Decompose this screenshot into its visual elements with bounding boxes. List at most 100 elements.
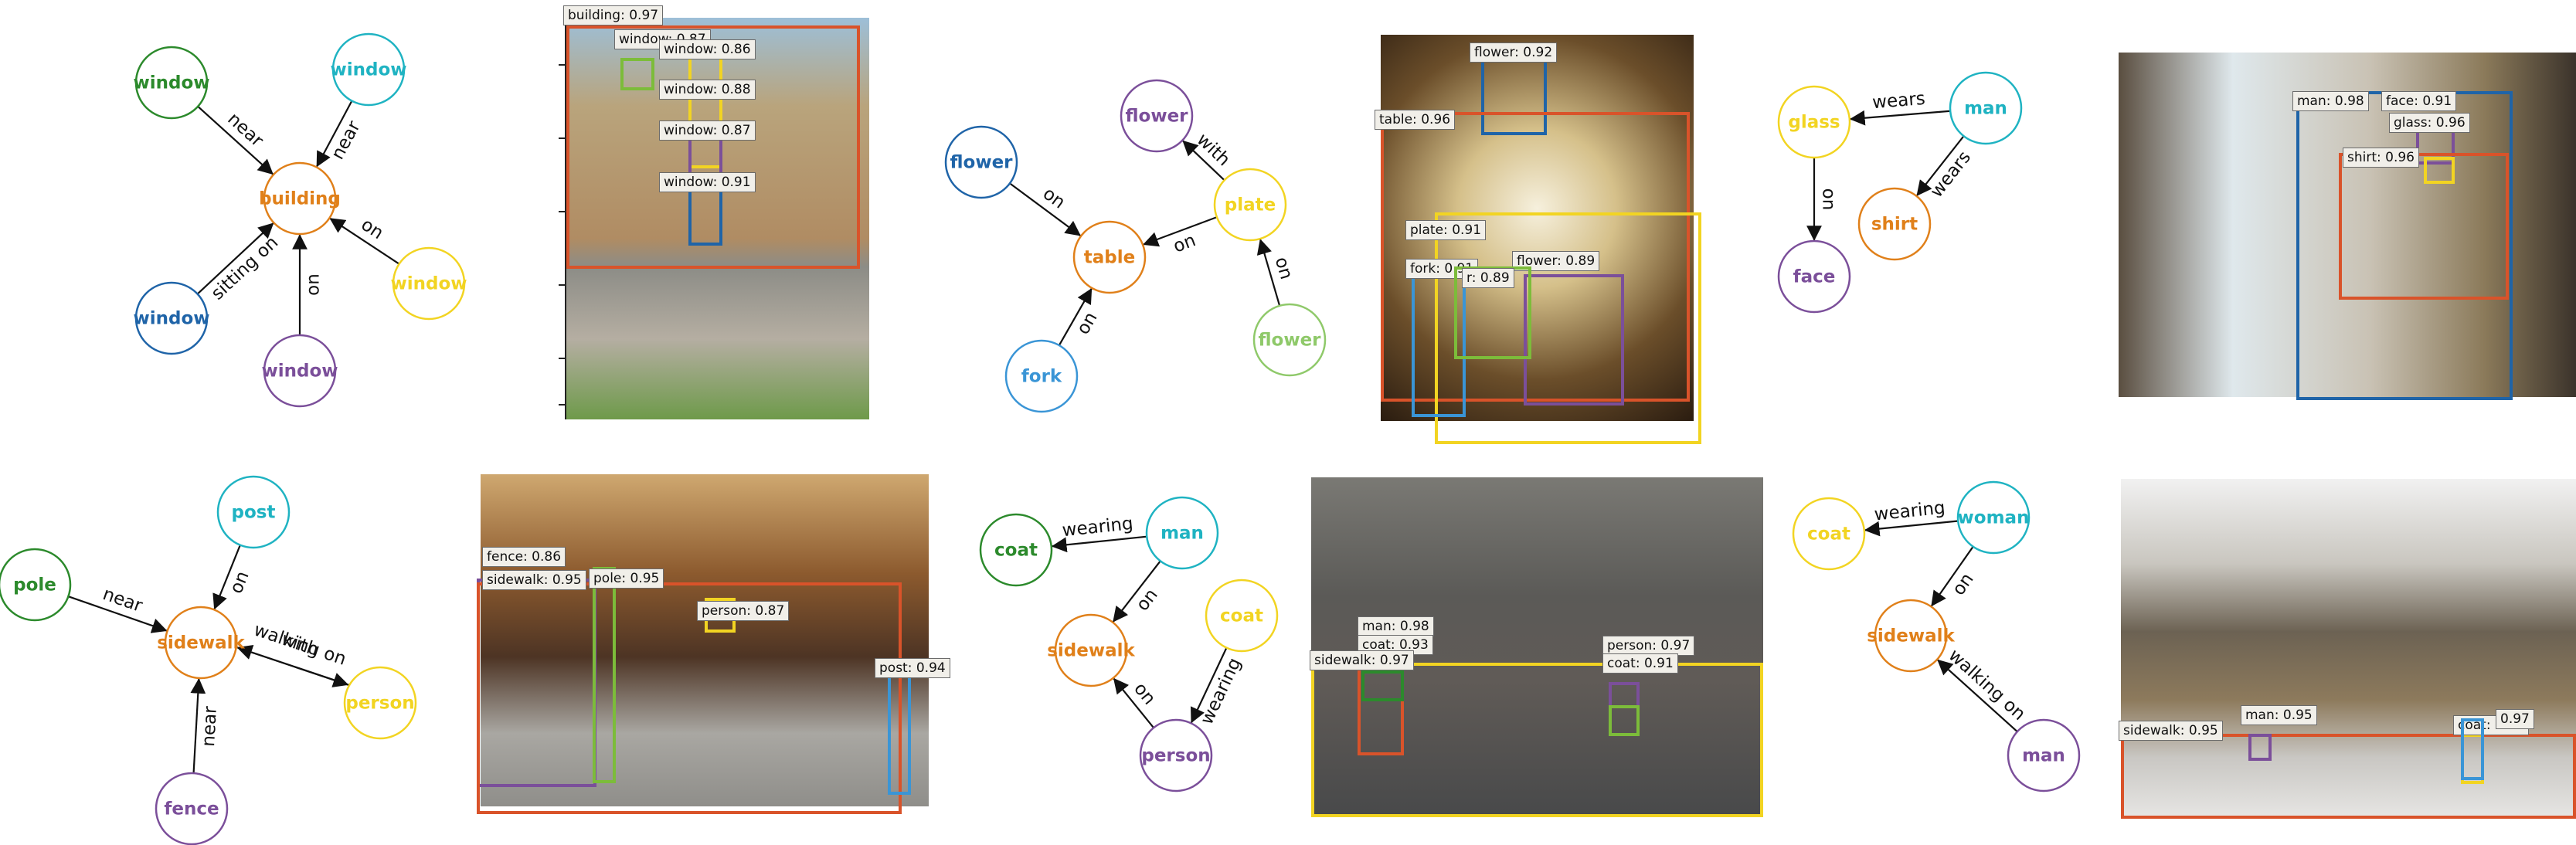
detection-label: window: 0.91	[659, 172, 756, 192]
edge-arrow	[1936, 658, 2018, 733]
edge-arrow	[1113, 677, 1154, 728]
edge-label: on	[1271, 255, 1296, 282]
edge-arrow	[1058, 287, 1093, 346]
axis-tick	[559, 404, 565, 406]
photo-image	[2121, 479, 2576, 819]
node-label: shirt	[1871, 215, 1918, 235]
node-circle	[392, 246, 466, 321]
node-circle	[1956, 480, 2031, 555]
node-circle	[1139, 718, 1213, 792]
edge-label: on	[1133, 585, 1162, 615]
node-circle	[134, 281, 209, 355]
detection-label: r: 0.89	[1462, 268, 1514, 288]
node-circle	[1874, 599, 1948, 673]
detection-box	[566, 25, 860, 269]
detection-label: person: 0.97	[1602, 636, 1695, 656]
detection-box	[593, 567, 616, 783]
detection-box	[620, 58, 654, 90]
edge-label: near	[223, 109, 267, 151]
node-label: sidewalk	[1047, 641, 1135, 661]
detection-label: man: 0.95	[2241, 705, 2317, 725]
detection-label: building: 0.97	[563, 5, 664, 25]
edge-label: on	[1171, 230, 1198, 256]
edge-label: wears	[1871, 89, 1925, 113]
axis-tick	[559, 358, 565, 359]
node-label: man	[1161, 524, 1204, 544]
node-label: coat	[1807, 524, 1850, 545]
detection-box	[477, 582, 902, 814]
edge-label: near	[328, 117, 365, 163]
edge-arrow	[1930, 546, 1974, 607]
scene-graph-2: withononononflowerflowerplatetableflower…	[944, 79, 1327, 413]
axis-tick	[559, 211, 565, 212]
node-label: flower	[1125, 107, 1188, 127]
edge-label: on	[1819, 188, 1839, 211]
node-label: coat	[1220, 606, 1263, 626]
node-label: flower	[1258, 331, 1321, 351]
detection-label: post: 0.94	[875, 658, 950, 678]
detection-label: fence: 0.86	[482, 547, 566, 567]
edge-label: wearing	[1061, 514, 1133, 541]
detection-label: table: 0.96	[1375, 110, 1456, 130]
node-circle	[979, 513, 1053, 587]
node-circle	[2007, 718, 2081, 792]
edge-label: on	[304, 273, 324, 296]
node-circle	[1205, 579, 1279, 653]
detection-label: pole: 0.95	[589, 568, 664, 589]
edge-arrow	[1915, 135, 1965, 197]
node-circle	[1120, 79, 1194, 153]
edge-label: sitting on	[208, 232, 283, 304]
detection-box	[1381, 112, 1690, 402]
edge-arrow	[315, 100, 353, 168]
detection-label: person: 0.87	[697, 601, 790, 621]
edge-label: wearing	[1874, 498, 1946, 525]
node-label: table	[1084, 248, 1135, 268]
edge-arrow	[212, 545, 241, 610]
axis-tick	[559, 284, 565, 286]
scene-graph-5: wearingonwearingoncoatmancoatsidewalkper…	[979, 496, 1279, 792]
detection-label: shirt: 0.96	[2343, 148, 2419, 168]
node-circle	[1777, 85, 1851, 159]
node-circle	[1213, 168, 1287, 242]
edge-arrow	[190, 677, 206, 774]
detection-label: coat: 0.91	[1602, 653, 1678, 674]
node-circle	[1949, 71, 2023, 145]
detection-box	[2339, 153, 2509, 300]
node-label: window	[133, 309, 209, 329]
axis-line	[565, 18, 566, 419]
detection-label: man: 0.98	[2292, 91, 2369, 111]
node-label: pole	[13, 575, 56, 596]
detection-label: face: 0.91	[2381, 91, 2457, 111]
edge-arrow	[1190, 647, 1228, 724]
edge-arrow	[236, 646, 349, 687]
detection-label: sidewalk: 0.97	[1310, 650, 1414, 670]
edge-arrow	[328, 217, 400, 265]
node-circle	[1072, 220, 1147, 294]
detection-box	[1361, 670, 1404, 701]
photo-building: building: 0.97 window: 0.87 window: 0.86 wi…	[559, 5, 869, 419]
edge-arrow	[1112, 560, 1161, 623]
node-label: post	[232, 503, 276, 523]
edge-arrow	[1864, 520, 1959, 537]
node-circle	[1777, 239, 1851, 314]
detection-label: window: 0.86	[659, 39, 756, 59]
detection-label: window: 0.87	[659, 120, 756, 141]
detection-box	[888, 671, 911, 795]
photo-image	[481, 474, 929, 806]
detection-box	[1609, 705, 1640, 736]
detection-box	[2248, 734, 2272, 761]
detection-label: glass: 0.96	[2389, 113, 2470, 133]
node-label: sidewalk	[157, 633, 245, 653]
detection-label: window: 0.88	[659, 80, 756, 100]
node-circle	[331, 32, 406, 107]
edge-arrow	[1051, 535, 1147, 553]
node-label: window	[261, 361, 338, 382]
edge-label: on	[226, 568, 253, 596]
